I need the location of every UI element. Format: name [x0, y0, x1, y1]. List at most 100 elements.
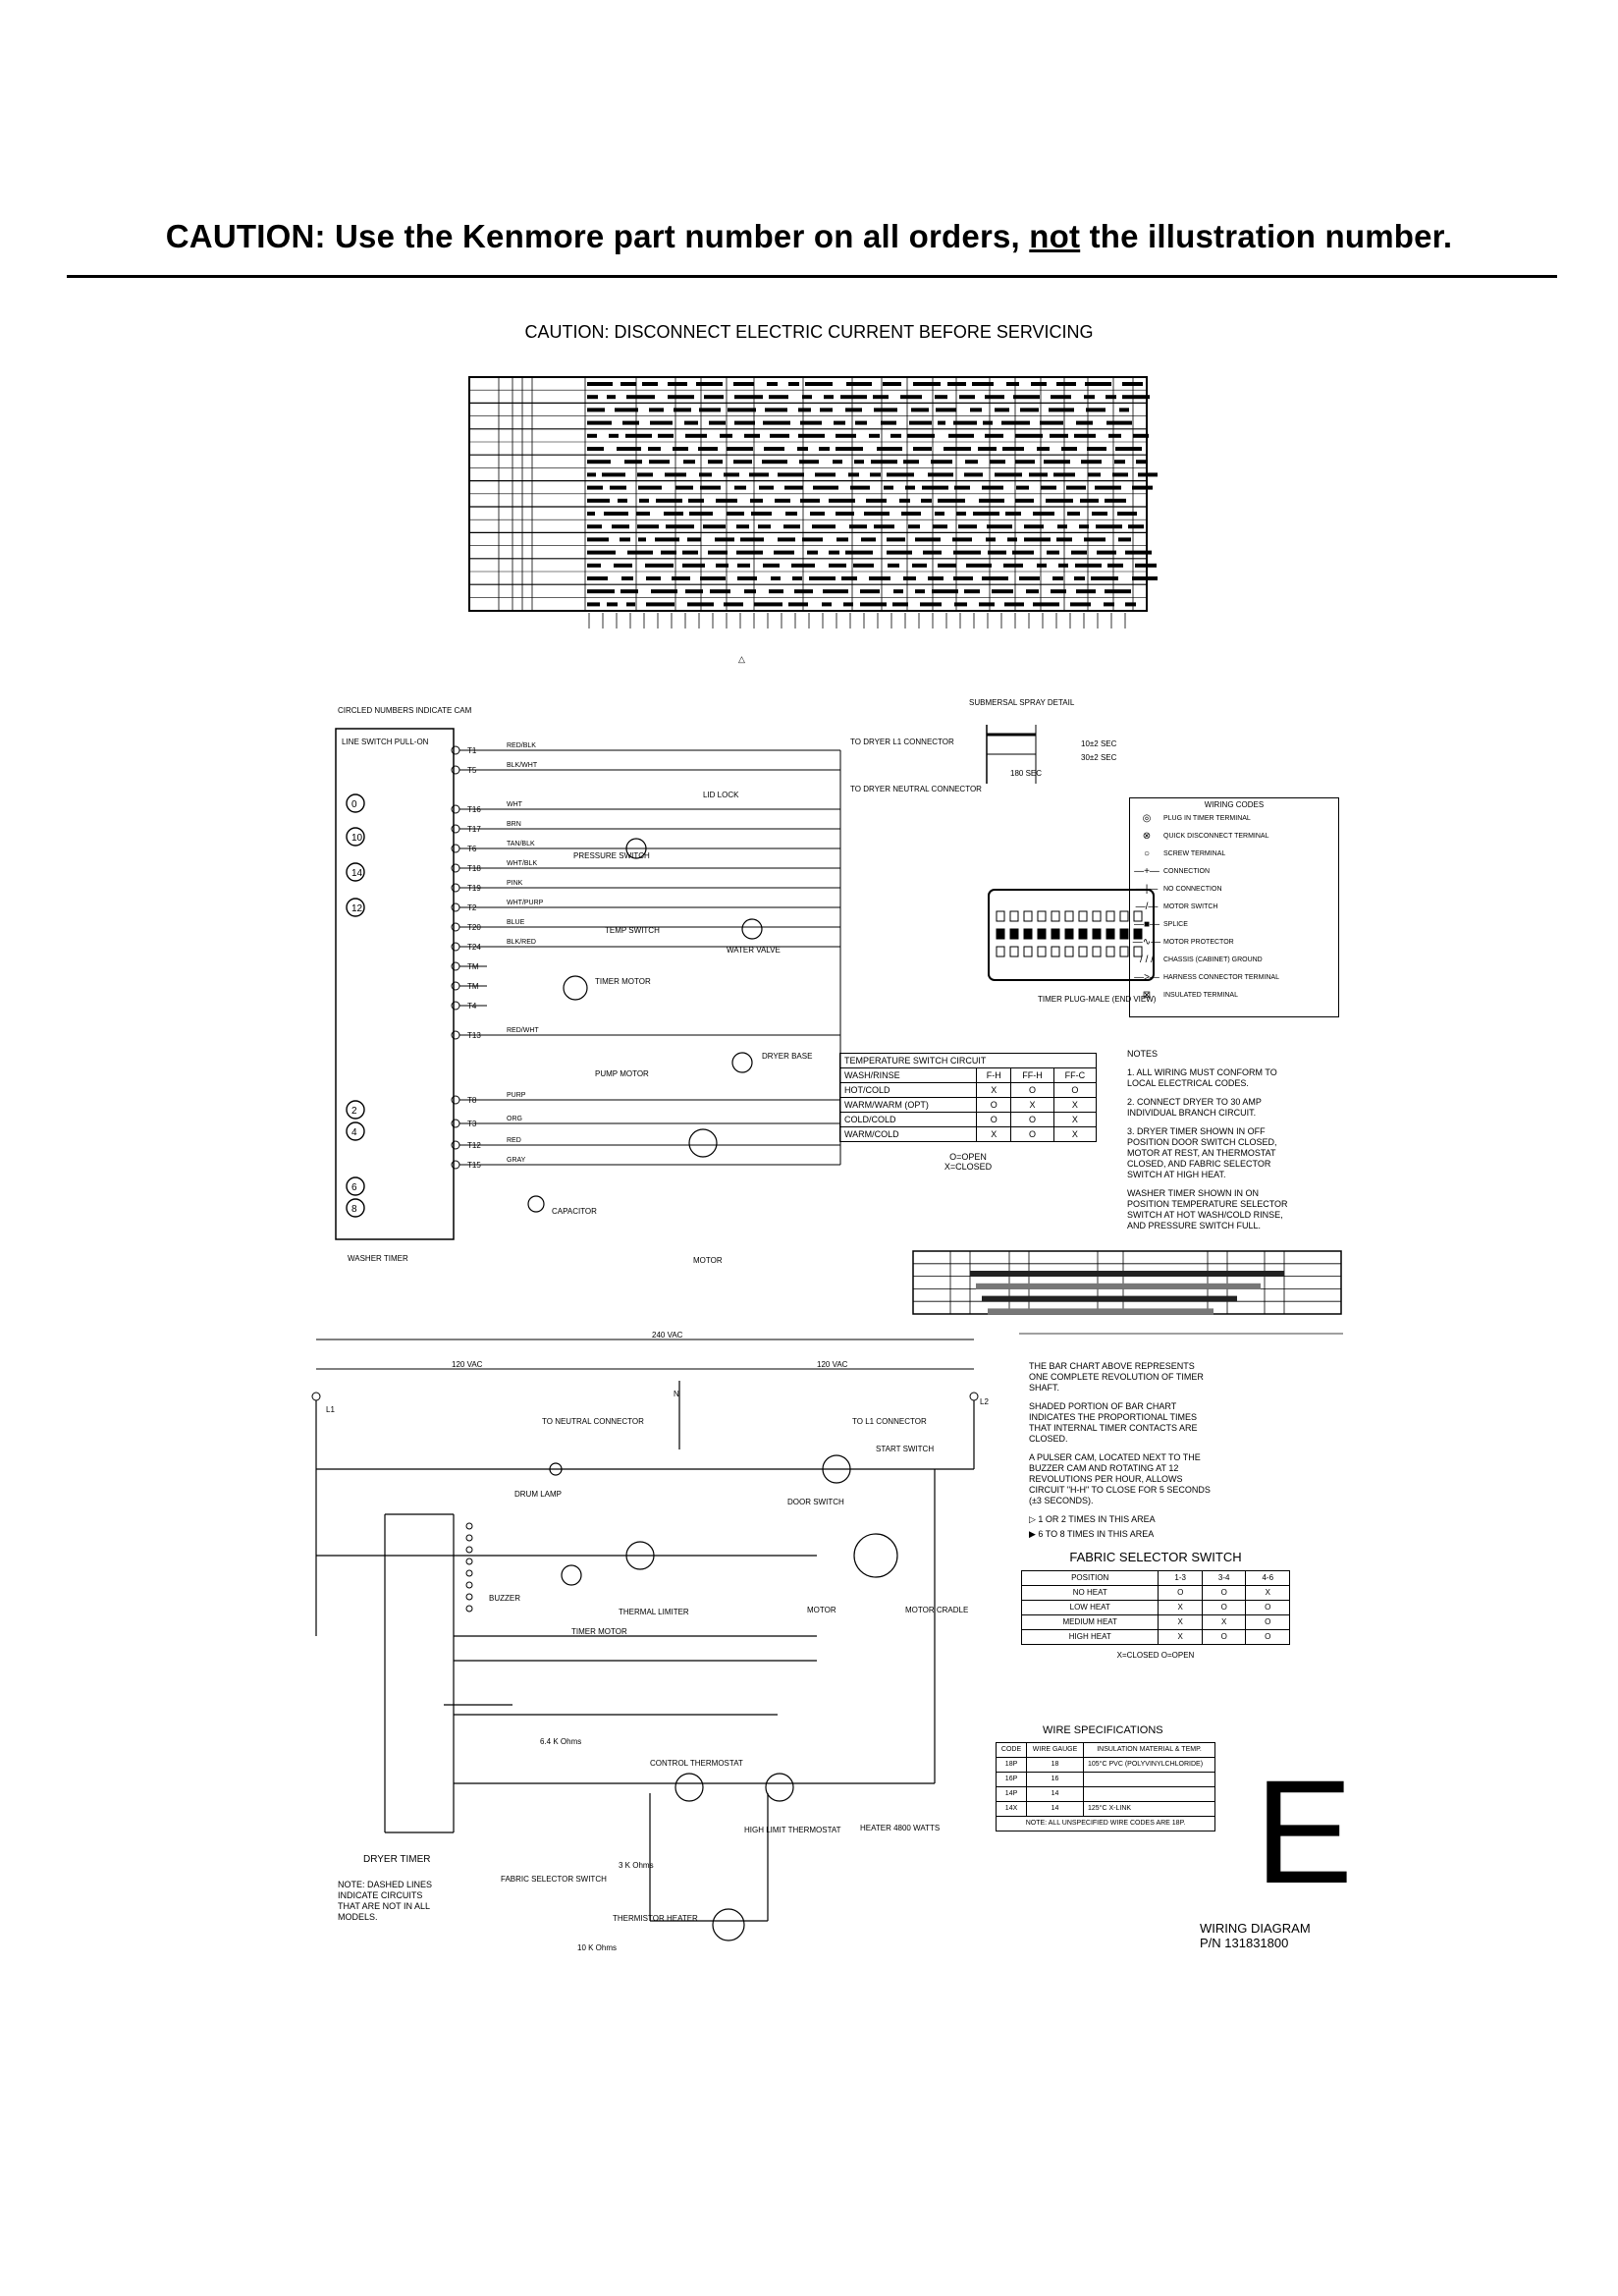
water-valve-label: WATER VALVE	[727, 946, 781, 955]
temp-table-cell: O	[1052, 1082, 1098, 1098]
fabric-table-cell: MEDIUM HEAT	[1020, 1614, 1160, 1630]
dryer-schematic: 240 VAC 120 VAC 120 VAC L1 L2 N TO NEUTR…	[311, 1331, 989, 1952]
notes-title: NOTES	[1127, 1049, 1159, 1059]
pressure-switch-label: PRESSURE SWITCH	[573, 851, 650, 860]
cam-number: 14	[351, 868, 363, 879]
washer-wire-color: RED/BLK	[507, 742, 536, 749]
note-item: 3. DRYER TIMER SHOWN IN OFF POSITION DOO…	[1127, 1126, 1277, 1179]
buzzer-label: BUZZER	[489, 1594, 520, 1603]
wire-spec-header: CODE	[995, 1742, 1028, 1758]
washer-wire-color: RED	[507, 1137, 521, 1144]
cam-legend: CIRCLED NUMBERS INDICATE CAM	[338, 706, 472, 715]
wiring-code-item: —+—CONNECTION	[1130, 862, 1338, 880]
wire-spec-note: NOTE: ALL UNSPECIFIED WIRE CODES ARE 18P…	[996, 1816, 1215, 1831]
n-label: N	[674, 1390, 679, 1398]
fabric-table-cell: O	[1245, 1629, 1290, 1645]
washer-wire-color: WHT	[507, 801, 523, 808]
dryer-base-label: DRYER BASE	[762, 1052, 812, 1061]
washer-wire-color: BLK/RED	[507, 939, 536, 946]
wiring-code-icon: —∿—	[1132, 936, 1161, 948]
temp-table-header: FF-H	[1010, 1067, 1054, 1083]
fabric-table-cell: X	[1158, 1629, 1203, 1645]
fabric-table-cell: O	[1201, 1629, 1247, 1645]
high-limit-label: HIGH LIMIT THERMOSTAT	[744, 1826, 841, 1834]
caution-text-pre: CAUTION: Use the Kenmore part number on …	[165, 218, 1030, 254]
wire-spec-header: WIRE GAUGE	[1026, 1742, 1084, 1758]
washer-wire-color: ORG	[507, 1116, 522, 1122]
washer-wire-color: BLK/WHT	[507, 762, 538, 769]
temp-table-cell: WARM/COLD	[838, 1126, 978, 1142]
washer-wire-color: WHT/PURP	[507, 900, 544, 906]
l1-label: L1	[326, 1405, 335, 1414]
fabric-table-header: 3-4	[1201, 1570, 1247, 1586]
temp-table-cell: COLD/COLD	[838, 1112, 978, 1127]
resistor-2-label: 3 K Ohms	[619, 1861, 654, 1870]
area-1: 1 OR 2 TIMES IN THIS AREA	[1038, 1514, 1156, 1524]
to-l1-label: TO L1 CONNECTOR	[852, 1417, 927, 1426]
dryer-bar-chart	[912, 1250, 1343, 1335]
temp-switch-label: TEMP SWITCH	[605, 926, 660, 935]
wiring-code-icon: ○	[1143, 847, 1151, 859]
wiring-code-icon: —|—	[1135, 883, 1159, 895]
fabric-table-cell: O	[1245, 1614, 1290, 1630]
washer-wire-color: PINK	[507, 880, 523, 887]
submersal-title: SUBMERSAL SPRAY DETAIL	[969, 698, 1075, 707]
wiring-code-label: QUICK DISCONNECT TERMINAL	[1163, 832, 1269, 840]
submersal-spray-detail: SUBMERSAL SPRAY DETAIL 10±2 SEC 30±2 SEC…	[969, 698, 1157, 1004]
temp-table-cell: X	[1052, 1126, 1098, 1142]
wire-spec-cell: 16P	[995, 1772, 1028, 1787]
note-item: 2. CONNECT DRYER TO 30 AMP INDIVIDUAL BR…	[1127, 1097, 1262, 1118]
temp-table-cell: HOT/COLD	[838, 1082, 978, 1098]
cam-number: 12	[351, 903, 363, 914]
motor-label: MOTOR	[693, 1256, 723, 1265]
temp-table-cell: X	[1052, 1112, 1098, 1127]
washer-schematic: CIRCLED NUMBERS INDICATE CAM LINE SWITCH…	[335, 706, 982, 1265]
area-2: 6 TO 8 TIMES IN THIS AREA	[1038, 1529, 1155, 1539]
v240-label: 240 VAC	[652, 1331, 683, 1339]
wiring-code-icon: ◎	[1142, 812, 1152, 824]
wiring-diagram-footer: WIRING DIAGRAM P/N 131831800	[1200, 1921, 1311, 1950]
temp-table-header: WASH/RINSE	[838, 1067, 978, 1083]
lid-lock-label: LID LOCK	[703, 791, 739, 799]
wiring-code-label: INSULATED TERMINAL	[1163, 991, 1238, 999]
note-item: 1. ALL WIRING MUST CONFORM TO LOCAL ELEC…	[1127, 1067, 1277, 1088]
wiring-code-item: —∿—MOTOR PROTECTOR	[1130, 933, 1338, 951]
wire-spec-cell: 125°C X-LINK	[1083, 1801, 1215, 1817]
wiring-codes-legend: WIRING CODES ◎PLUG IN TIMER TERMINAL⊗QUI…	[1129, 797, 1339, 1017]
drum-lamp-label: DRUM LAMP	[514, 1490, 562, 1499]
wiring-code-label: HARNESS CONNECTOR TERMINAL	[1163, 973, 1279, 981]
bar-chart-note: THE BAR CHART ABOVE REPRESENTS ONE COMPL…	[1029, 1361, 1204, 1393]
resistor-1-label: 6.4 K Ohms	[540, 1737, 581, 1746]
heater-label: HEATER 4800 WATTS	[860, 1824, 940, 1832]
temp-table-cell: O	[976, 1112, 1012, 1127]
wiring-code-icon: —■—	[1133, 918, 1160, 930]
temp-table-cell: O	[1010, 1082, 1054, 1098]
dryer-note: NOTE: DASHED LINES INDICATE CIRCUITS THA…	[338, 1880, 433, 1922]
wiring-code-item: ⊗QUICK DISCONNECT TERMINAL	[1130, 827, 1338, 845]
footer-title: WIRING DIAGRAM	[1200, 1921, 1311, 1936]
temp-table-title: TEMPERATURE SWITCH CIRCUIT	[839, 1053, 1097, 1068]
motor-cradle-label: MOTOR CRADLE	[905, 1606, 968, 1614]
washer-wire-color: BLUE	[507, 919, 525, 926]
note-item: WASHER TIMER SHOWN IN ON POSITION TEMPER…	[1127, 1188, 1288, 1230]
fabric-table-cell: O	[1201, 1585, 1247, 1601]
temp-table-cell: X	[1010, 1097, 1054, 1113]
control-thermostat-label: CONTROL THERMOSTAT	[650, 1759, 743, 1768]
footer-pn: P/N 131831800	[1200, 1936, 1289, 1950]
fabric-switch-label: FABRIC SELECTOR SWITCH	[501, 1875, 607, 1884]
wire-spec-cell	[1083, 1786, 1215, 1802]
wiring-code-icon: —>—	[1134, 971, 1160, 983]
wire-spec-cell: 18P	[995, 1757, 1028, 1773]
cam-number: 10	[351, 833, 363, 844]
cam-number: 4	[351, 1127, 357, 1138]
dim-2: 30±2 SEC	[1081, 753, 1117, 762]
timer-plug-label: TIMER PLUG-MALE (END VIEW)	[1038, 995, 1157, 1004]
